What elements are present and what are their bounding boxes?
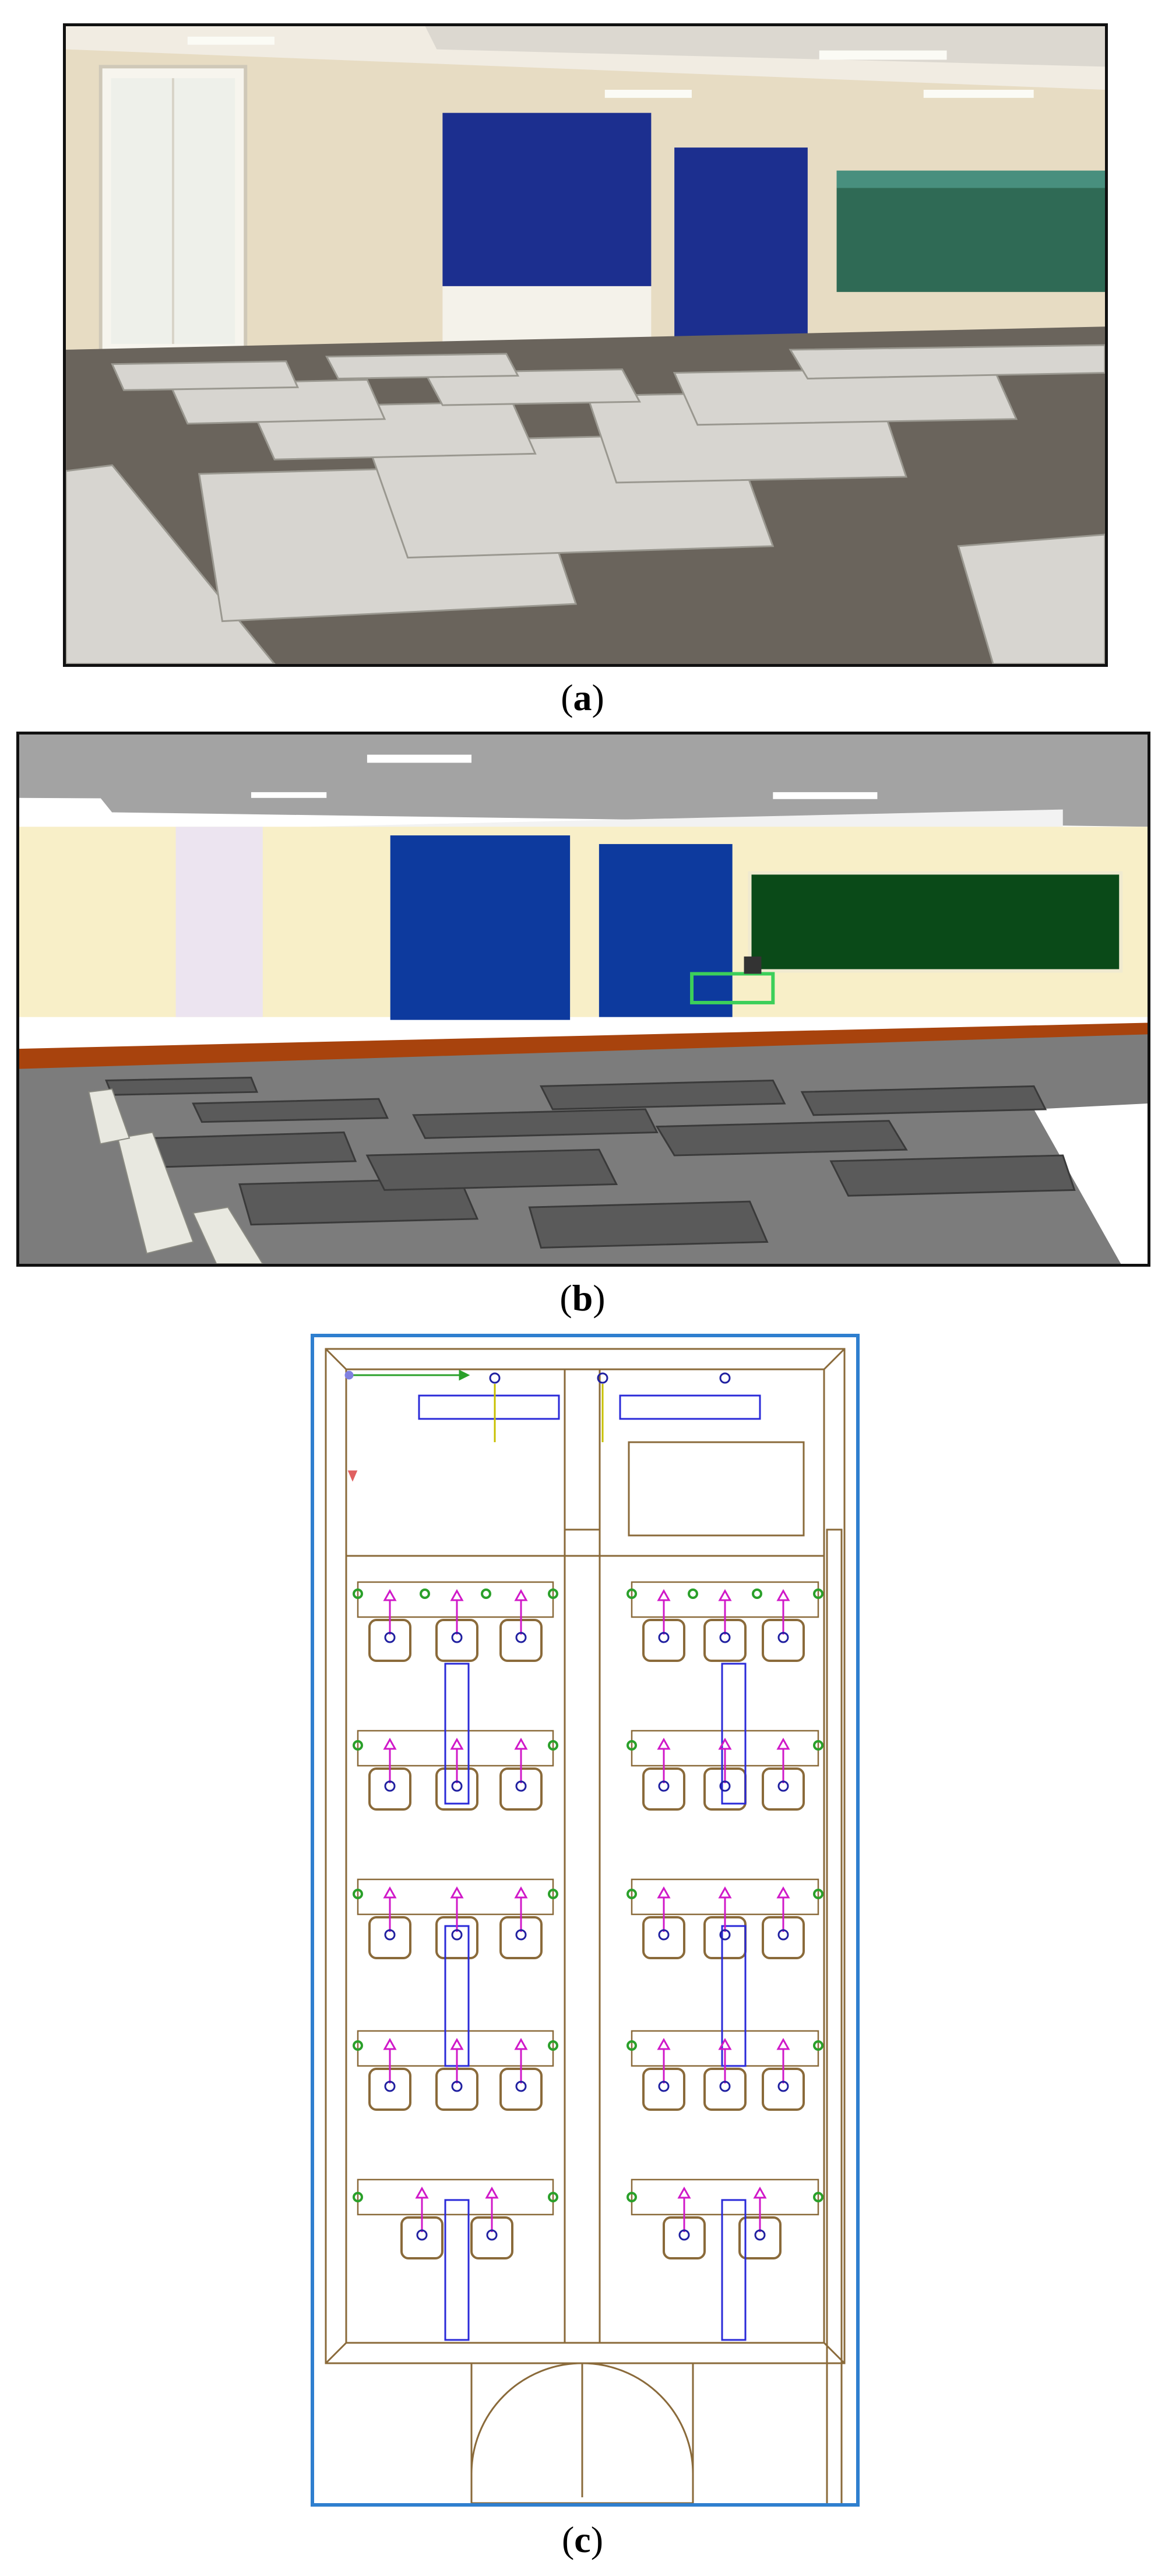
desk-rows	[66, 344, 1105, 664]
model-curtain-1	[390, 835, 571, 1020]
model-chairs	[88, 1088, 264, 1264]
curtain-2	[674, 147, 808, 345]
plan-luminaires	[418, 1394, 761, 2341]
chalkboard	[836, 170, 1105, 292]
model-desk-rows	[105, 1077, 1076, 1249]
panel-a-photograph	[63, 23, 1108, 667]
caption-a: (a)	[561, 677, 604, 718]
plan-sensors-blue	[384, 1372, 789, 2241]
plan-chairs	[368, 1619, 805, 2259]
window-left	[98, 65, 248, 357]
plan-desk-blocks	[357, 1581, 819, 2216]
plan-sensors-magenta	[383, 1589, 790, 2232]
plan-drawing	[325, 1348, 846, 2503]
model-curtain-2	[599, 844, 733, 1017]
photo-scene	[66, 26, 1105, 664]
panel-b-model-render	[16, 732, 1150, 1267]
curtain-1	[442, 113, 652, 286]
panel-c-floor-plan	[311, 1334, 860, 2507]
model-scene	[19, 735, 1148, 1264]
model-chalkboard	[748, 871, 1123, 973]
caption-c: (c)	[561, 2519, 604, 2560]
caption-b: (b)	[559, 1277, 606, 1319]
plan-sensors-green	[353, 1589, 823, 2202]
plan-origin-axes	[344, 1369, 604, 1482]
